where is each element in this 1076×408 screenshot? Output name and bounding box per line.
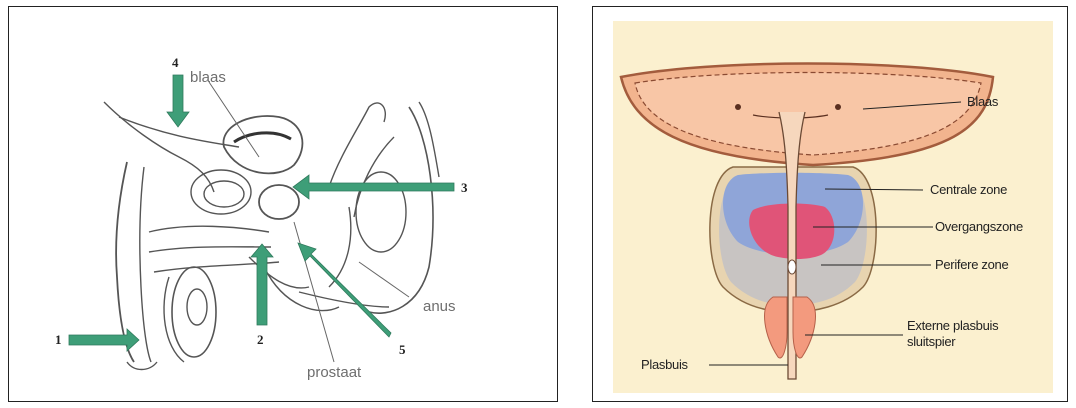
prostate-zones-diagram: Blaas Centrale zone Overgangszone Perife… bbox=[593, 7, 1069, 403]
label-sphincter-line1: Externe plasbuis bbox=[907, 318, 999, 333]
arrow-1 bbox=[69, 329, 139, 351]
anatomy-sketch bbox=[104, 102, 439, 370]
arrow-2 bbox=[251, 244, 273, 325]
label-transition-zone: Overgangszone bbox=[935, 219, 1023, 234]
number-5: 5 bbox=[399, 342, 406, 357]
label-central-zone: Centrale zone bbox=[930, 182, 1007, 197]
label-anus: anus bbox=[423, 298, 456, 315]
label-peripheral-zone: Perifere zone bbox=[935, 257, 1008, 272]
number-2: 2 bbox=[257, 332, 264, 347]
number-3: 3 bbox=[461, 180, 468, 195]
label-leader-lines bbox=[209, 82, 409, 362]
arrow-5 bbox=[298, 243, 391, 337]
arrow-4 bbox=[167, 75, 189, 127]
label-bladder: blaas bbox=[190, 69, 226, 86]
label-urethra: Plasbuis bbox=[641, 357, 689, 372]
prostate-zones-panel: Blaas Centrale zone Overgangszone Perife… bbox=[592, 6, 1068, 402]
number-1: 1 bbox=[55, 332, 62, 347]
sagittal-diagram: blaas anus prostaat 1 2 3 4 5 bbox=[9, 7, 559, 403]
ureter-opening-right bbox=[835, 104, 841, 110]
number-4: 4 bbox=[172, 55, 179, 70]
ureter-opening-left bbox=[735, 104, 741, 110]
sagittal-diagram-panel: blaas anus prostaat 1 2 3 4 5 bbox=[8, 6, 558, 402]
label-prostate: prostaat bbox=[307, 364, 362, 381]
label-bladder-right: Blaas bbox=[967, 94, 999, 109]
label-sphincter-line2: sluitspier bbox=[907, 334, 956, 349]
